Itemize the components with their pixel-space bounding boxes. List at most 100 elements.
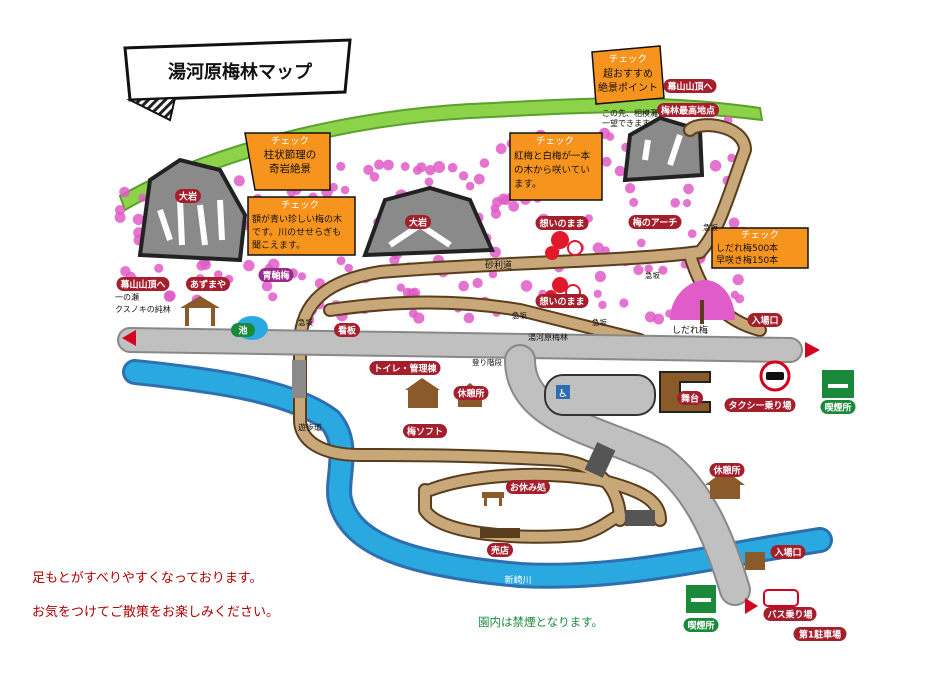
map-label-stage: 舞台	[677, 391, 703, 405]
blossom	[114, 205, 126, 216]
label-walking-path: 遊歩道	[298, 422, 322, 432]
svg-text:絶景ポイント: 絶景ポイント	[598, 81, 658, 94]
parking-building	[544, 374, 656, 416]
shop-icon	[480, 528, 520, 538]
label-kusunoki: クスノキの純林	[115, 304, 171, 314]
svg-text:急坂: 急坂	[512, 310, 527, 320]
svg-text:チェック: チェック	[271, 136, 309, 147]
map-label-left-summit: 幕山山頂へ	[116, 277, 170, 291]
blossom	[601, 156, 612, 167]
label-gravel-road: 砂利道	[485, 259, 512, 271]
map-label-parking: 第1駐車場	[793, 627, 847, 641]
blossom	[605, 132, 615, 141]
svg-text:チェック: チェック	[741, 230, 779, 241]
blossom	[119, 186, 130, 198]
blossom	[472, 277, 483, 289]
title-banner: 湯河原梅林マップ	[123, 38, 352, 122]
warning-line-1: 足もとがすべりやすくなっております。	[32, 571, 263, 586]
blossom	[433, 161, 446, 173]
blossom	[267, 258, 280, 271]
svg-text:入場口: 入場口	[773, 547, 801, 559]
blossom	[592, 242, 604, 254]
blossom	[138, 193, 147, 202]
label-ichinose: 一の瀬	[115, 292, 139, 302]
svg-text:柱状節理の: 柱状節理の	[264, 148, 317, 161]
svg-text:大岩: 大岩	[179, 191, 197, 203]
svg-text:タクシー乗り場: タクシー乗り場	[728, 400, 791, 412]
svg-text:一望できます: 一望できます	[602, 118, 650, 128]
svg-text:聞こえます。: 聞こえます。	[252, 240, 305, 251]
blossom	[389, 255, 400, 266]
svg-text:喫煙所: 喫煙所	[687, 620, 714, 632]
blossom	[727, 153, 736, 163]
map-label-toilet: トイレ・管理棟	[369, 361, 441, 375]
bus-icon	[763, 589, 799, 607]
map-label-kyuusho2: 休憩所	[709, 463, 745, 477]
blossom	[425, 164, 436, 176]
blossom	[465, 181, 475, 191]
blossom	[732, 274, 744, 286]
blossom	[709, 160, 722, 172]
bridge-2	[584, 442, 616, 478]
callout-1: チェック 柱状節理の 奇岩絶景	[244, 132, 331, 191]
svg-text:ます。: ます。	[514, 179, 542, 190]
blossom	[473, 173, 485, 185]
blossom	[383, 159, 394, 171]
map-label-oyasumi: お休み処	[506, 480, 550, 494]
taxi-icon	[759, 360, 791, 392]
blossom	[520, 280, 533, 292]
map-label-soft: 梅ソフト	[403, 424, 447, 438]
svg-text:♿: ♿	[558, 387, 568, 400]
map-label-oiwa-small: 大岩	[175, 189, 201, 203]
no-smoking-notice: 園内は禁煙となります。	[478, 615, 603, 629]
svg-text:休憩所: 休憩所	[456, 388, 484, 400]
blossom	[261, 280, 273, 292]
bridge-1	[292, 360, 306, 398]
weeping-plum-icon	[670, 280, 735, 324]
blossom	[637, 238, 646, 248]
blossom	[735, 294, 745, 304]
arrow-right-icon-1	[805, 342, 820, 358]
blossom	[619, 298, 629, 308]
svg-text:売店: 売店	[491, 545, 509, 557]
svg-text:大岩: 大岩	[409, 217, 427, 229]
warning-line-2: お気をつけてご散策をお楽しみください。	[32, 604, 279, 620]
label-river: 新崎川	[504, 574, 531, 586]
map-label-entrance1: 入場口	[747, 313, 783, 327]
svg-text:梅林最高地点: 梅林最高地点	[661, 105, 715, 117]
blossom	[598, 300, 607, 310]
blossom	[413, 312, 425, 324]
blossom	[412, 165, 423, 175]
svg-text:第1駐車場: 第1駐車場	[799, 629, 841, 641]
svg-text:急坂: 急坂	[703, 222, 718, 232]
blossom	[594, 270, 607, 283]
blossom	[458, 171, 469, 181]
label-weeping-plum: しだれ梅	[672, 324, 708, 336]
label-stairs: 登り階段	[472, 357, 502, 367]
bench-icon	[482, 492, 504, 506]
svg-text:池: 池	[238, 325, 247, 337]
svg-text:急坂: 急坂	[645, 270, 660, 280]
map-label-highest-point: 梅林最高地点	[657, 103, 719, 117]
map-label-taxi: タクシー乗り場	[724, 398, 796, 412]
svg-text:チェック: チェック	[536, 136, 574, 147]
svg-text:トイレ・管理棟: トイレ・管理棟	[373, 363, 437, 375]
callout-2: チェック 額が青い珍しい梅の木 です。川のせせらぎも 聞こえます。	[247, 196, 356, 256]
blossom	[214, 270, 223, 279]
blossom	[243, 259, 255, 272]
blossom	[497, 193, 510, 205]
blossom	[458, 280, 470, 292]
svg-text:急坂: 急坂	[298, 317, 313, 327]
blossom	[336, 256, 346, 266]
blossom	[687, 229, 697, 239]
map-label-azumaya: あずまや	[186, 277, 230, 291]
rest-house-icon-2	[705, 470, 745, 499]
blossom	[400, 162, 410, 171]
blossom	[114, 211, 126, 223]
blossom	[374, 159, 385, 170]
svg-text:急坂: 急坂	[592, 317, 607, 327]
blossom	[463, 312, 475, 324]
svg-text:看板: 看板	[338, 325, 357, 337]
blossom	[683, 183, 694, 195]
